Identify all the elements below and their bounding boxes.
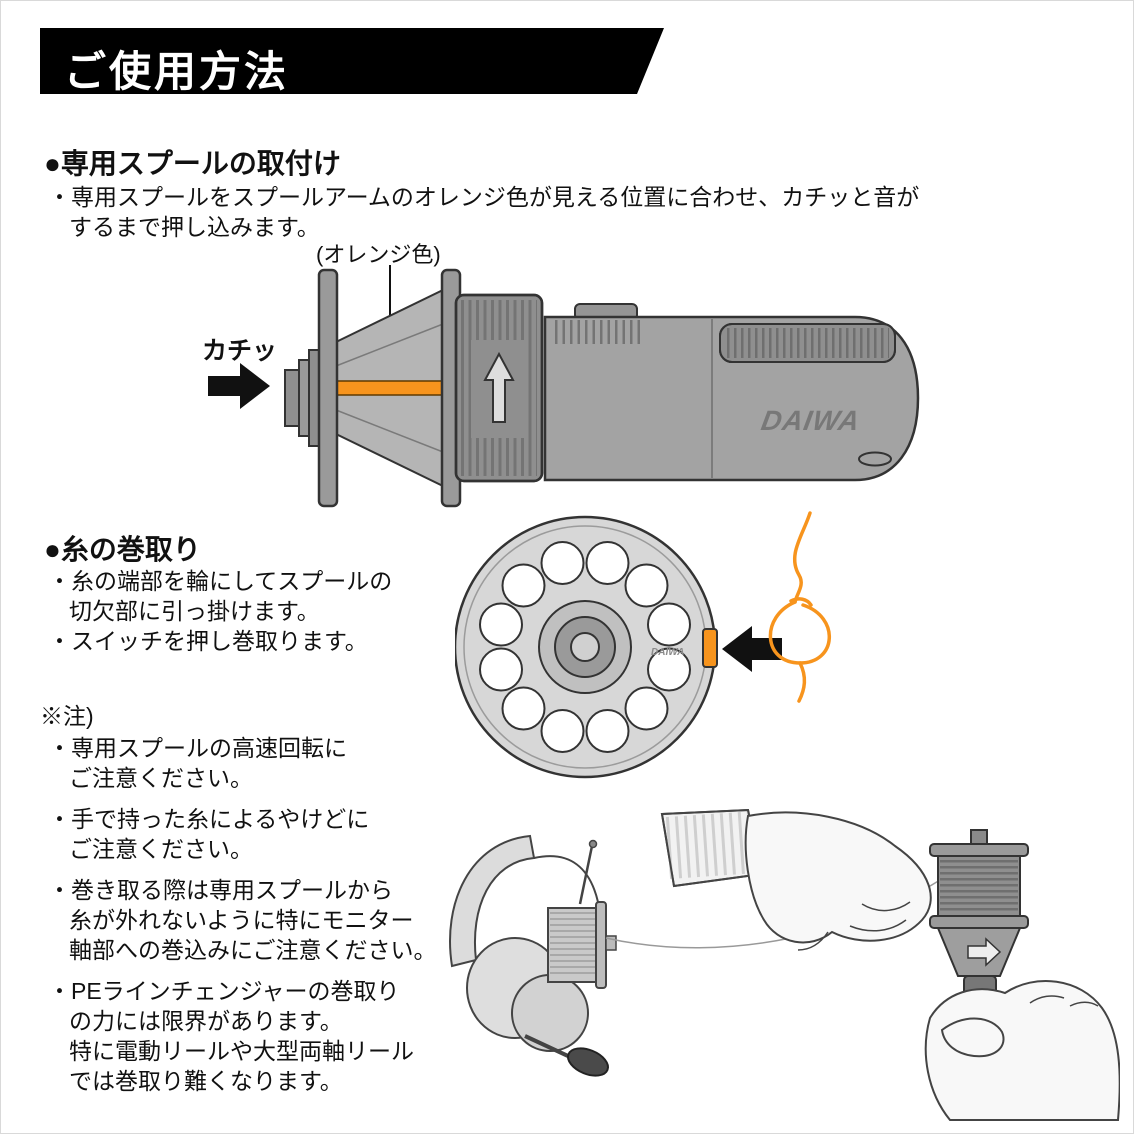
ribbed-grip-block	[454, 293, 544, 483]
line-winding-heading: ●糸の巻取り	[44, 534, 201, 565]
spool-attach-heading: ●専用スプールの取付け	[44, 148, 341, 179]
click-arrow-icon	[208, 363, 270, 409]
spool-shaft	[284, 349, 322, 447]
line-notch-tab	[702, 628, 718, 668]
up-arrow-icon	[483, 351, 515, 423]
line-loop-illustration	[768, 511, 831, 703]
notes-section: ・専用スプールの高速回転に ご注意ください。 ・手で持った糸によるやけどに ご注…	[48, 733, 468, 1107]
left-arrow-icon	[722, 626, 782, 672]
winding-text-line3: ・スイッチを押し巻取ります。	[48, 628, 368, 654]
spinning-reel	[449, 834, 617, 1077]
reel-handle-knob	[567, 1047, 609, 1077]
gloved-hand	[660, 808, 932, 951]
winding-text-line1: ・糸の端部を輪にしてスプールの	[48, 568, 393, 594]
device-illustration: DAIWA	[284, 268, 920, 508]
note-item: ・専用スプールの高速回転に ご注意ください。	[48, 735, 347, 791]
spool-attach-text-line2: するまで押し込みます。	[69, 214, 320, 240]
usage-header-banner	[40, 28, 664, 94]
right-arrow-icon	[967, 937, 1002, 967]
notes-heading: ※注)	[40, 703, 94, 729]
note-item: ・巻き取る際は専用スプールから 糸が外れないように特にモニター 軸部への巻込みに…	[48, 877, 437, 963]
reel-winding-illustration	[449, 808, 1120, 1121]
orange-part-label: (オレンジ色)	[316, 242, 441, 267]
spool-cone	[335, 288, 444, 488]
spool-disc: DAIWA	[455, 515, 718, 779]
device-body: DAIWA	[543, 303, 920, 482]
page-title: ご使用方法	[64, 48, 290, 95]
note-item: ・手で持った糸によるやけどに ご注意ください。	[48, 806, 370, 862]
click-sound-label: カチッ	[202, 337, 278, 365]
winding-text-line2: 切欠部に引っ掛けます。	[69, 598, 320, 624]
spool-disc-illustration: DAIWA	[455, 511, 831, 779]
lanyard-hole	[858, 451, 892, 467]
holding-hand	[924, 980, 1120, 1121]
orange-indicator-stripe	[336, 380, 444, 396]
daiwa-logo: DAIWA	[759, 404, 863, 436]
spool-attach-text-line1: ・専用スプールをスプールアームのオレンジ色が見える位置に合わせ、カチッと音が	[48, 184, 920, 210]
disc-daiwa-logo: DAIWA	[651, 647, 684, 658]
note-item: ・PEラインチェンジャーの巻取り の力には限界があります。 特に電動リールや大型…	[48, 978, 414, 1094]
